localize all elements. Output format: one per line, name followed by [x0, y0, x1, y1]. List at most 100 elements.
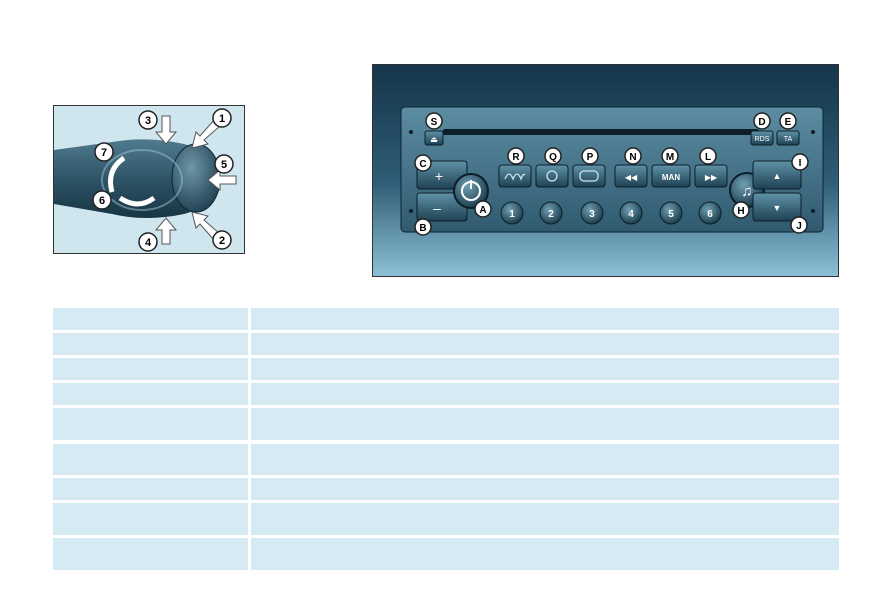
callout-q-label: Q	[549, 152, 557, 163]
table-cell-description	[251, 308, 839, 330]
callout-2: 2	[212, 230, 232, 250]
table-cell-key	[53, 358, 248, 380]
callout-r: R	[507, 147, 525, 165]
callout-n-label: N	[629, 152, 636, 163]
preset-3-label: 3	[589, 209, 595, 220]
radio-panel-drawing: ⏏ RDS TA + – ◀◀ MAN ▶▶	[373, 65, 838, 276]
table-cell-description	[251, 333, 839, 355]
table-cell-description	[251, 503, 839, 535]
table-row	[53, 333, 839, 355]
callout-7: 7	[94, 142, 114, 162]
callout-b-label: B	[419, 223, 426, 234]
function-buttons: ◀◀ MAN ▶▶	[498, 164, 728, 188]
callout-c-label: C	[419, 159, 426, 170]
table-cell-key	[53, 444, 248, 475]
callout-a: A	[474, 200, 492, 218]
rds-button[interactable]	[750, 130, 774, 146]
preset-2-button[interactable]	[539, 201, 563, 225]
table-cell-key	[53, 503, 248, 535]
stalk-control-figure: 1 2 3 4 5 6 7	[53, 105, 245, 254]
callout-s: S	[425, 112, 443, 130]
callout-j-label: J	[796, 221, 802, 232]
callout-l-label: L	[705, 152, 711, 163]
callout-5: 5	[214, 154, 234, 174]
callout-1: 1	[212, 108, 232, 128]
list-up-button[interactable]	[752, 160, 802, 190]
arrow-1	[191, 119, 221, 149]
cd-source-button[interactable]	[572, 164, 606, 188]
preset-1-button[interactable]	[500, 201, 524, 225]
music-note-icon: ♫	[741, 183, 752, 200]
table-cell-key	[53, 538, 248, 570]
callout-r-label: R	[512, 152, 520, 163]
callout-b: B	[414, 218, 432, 236]
rotate-arrow-up	[108, 155, 126, 193]
table-cell-key	[53, 308, 248, 330]
radio-source-button[interactable]	[535, 164, 569, 188]
table-row	[53, 503, 839, 535]
table-cell-description	[251, 478, 839, 500]
callout-1-label: 1	[219, 113, 225, 125]
volume-up-label: +	[435, 168, 443, 184]
preset-5-button[interactable]	[659, 201, 683, 225]
arrow-down-icon: ▼	[773, 203, 782, 213]
table-cell-description	[251, 538, 839, 570]
callout-e-label: E	[785, 117, 792, 128]
callout-d: D	[753, 112, 771, 130]
radio-callouts: S D E C B A R Q P N M L I J H	[414, 112, 809, 236]
preset-6-button[interactable]	[698, 201, 722, 225]
callout-c: C	[414, 154, 432, 172]
preset-5-label: 5	[668, 209, 674, 220]
callout-j: J	[790, 216, 808, 234]
table-cell-description	[251, 408, 839, 440]
preset-1-label: 1	[509, 209, 515, 220]
table-row	[53, 308, 839, 330]
callout-l: L	[699, 147, 717, 165]
table-row	[53, 408, 839, 440]
seek-forward-button[interactable]	[694, 164, 728, 188]
table-cell-key	[53, 408, 248, 440]
eject-icon: ⏏	[430, 135, 438, 144]
callout-h: H	[732, 201, 750, 219]
rewind-icon: ◀◀	[625, 173, 638, 182]
table-cell-description	[251, 444, 839, 475]
callout-7-label: 7	[101, 147, 107, 159]
callout-e: E	[779, 112, 797, 130]
rds-button-label: RDS	[755, 136, 770, 143]
callout-i: I	[791, 153, 809, 171]
seek-back-button[interactable]	[614, 164, 648, 188]
radio-icon	[546, 170, 558, 182]
man-button-label: MAN	[662, 173, 680, 182]
callout-6-label: 6	[99, 195, 105, 207]
wave-icon	[504, 173, 526, 181]
cd-icon	[579, 170, 599, 182]
table-cell-key	[53, 383, 248, 405]
callout-3-label: 3	[145, 115, 151, 127]
stalk-callouts: 1 2 3 4 5 6 7	[92, 108, 234, 252]
fast-forward-icon: ▶▶	[705, 173, 718, 182]
callout-p: P	[581, 147, 599, 165]
callout-n: N	[624, 147, 642, 165]
arrow-4	[154, 217, 178, 245]
stalk-control-drawing: 1 2 3 4 5 6 7	[54, 108, 237, 252]
power-button[interactable]	[453, 173, 489, 209]
rotate-arrow-down	[118, 195, 156, 207]
man-button[interactable]	[651, 164, 691, 188]
table-row	[53, 478, 839, 500]
table-row	[53, 358, 839, 380]
callout-6: 6	[92, 190, 112, 210]
ta-button-label: TA	[784, 136, 793, 143]
list-down-button[interactable]	[752, 192, 802, 222]
table-cell-description	[251, 358, 839, 380]
arrow-3	[154, 115, 178, 145]
table-cell-key	[53, 478, 248, 500]
callout-4: 4	[138, 232, 158, 252]
preset-4-button[interactable]	[619, 201, 643, 225]
callout-h-label: H	[737, 206, 744, 217]
ta-button[interactable]	[776, 130, 800, 146]
eject-button[interactable]	[424, 130, 444, 146]
callout-s-label: S	[431, 117, 438, 128]
preset-3-button[interactable]	[580, 201, 604, 225]
table-row	[53, 444, 839, 475]
callout-3: 3	[138, 110, 158, 130]
